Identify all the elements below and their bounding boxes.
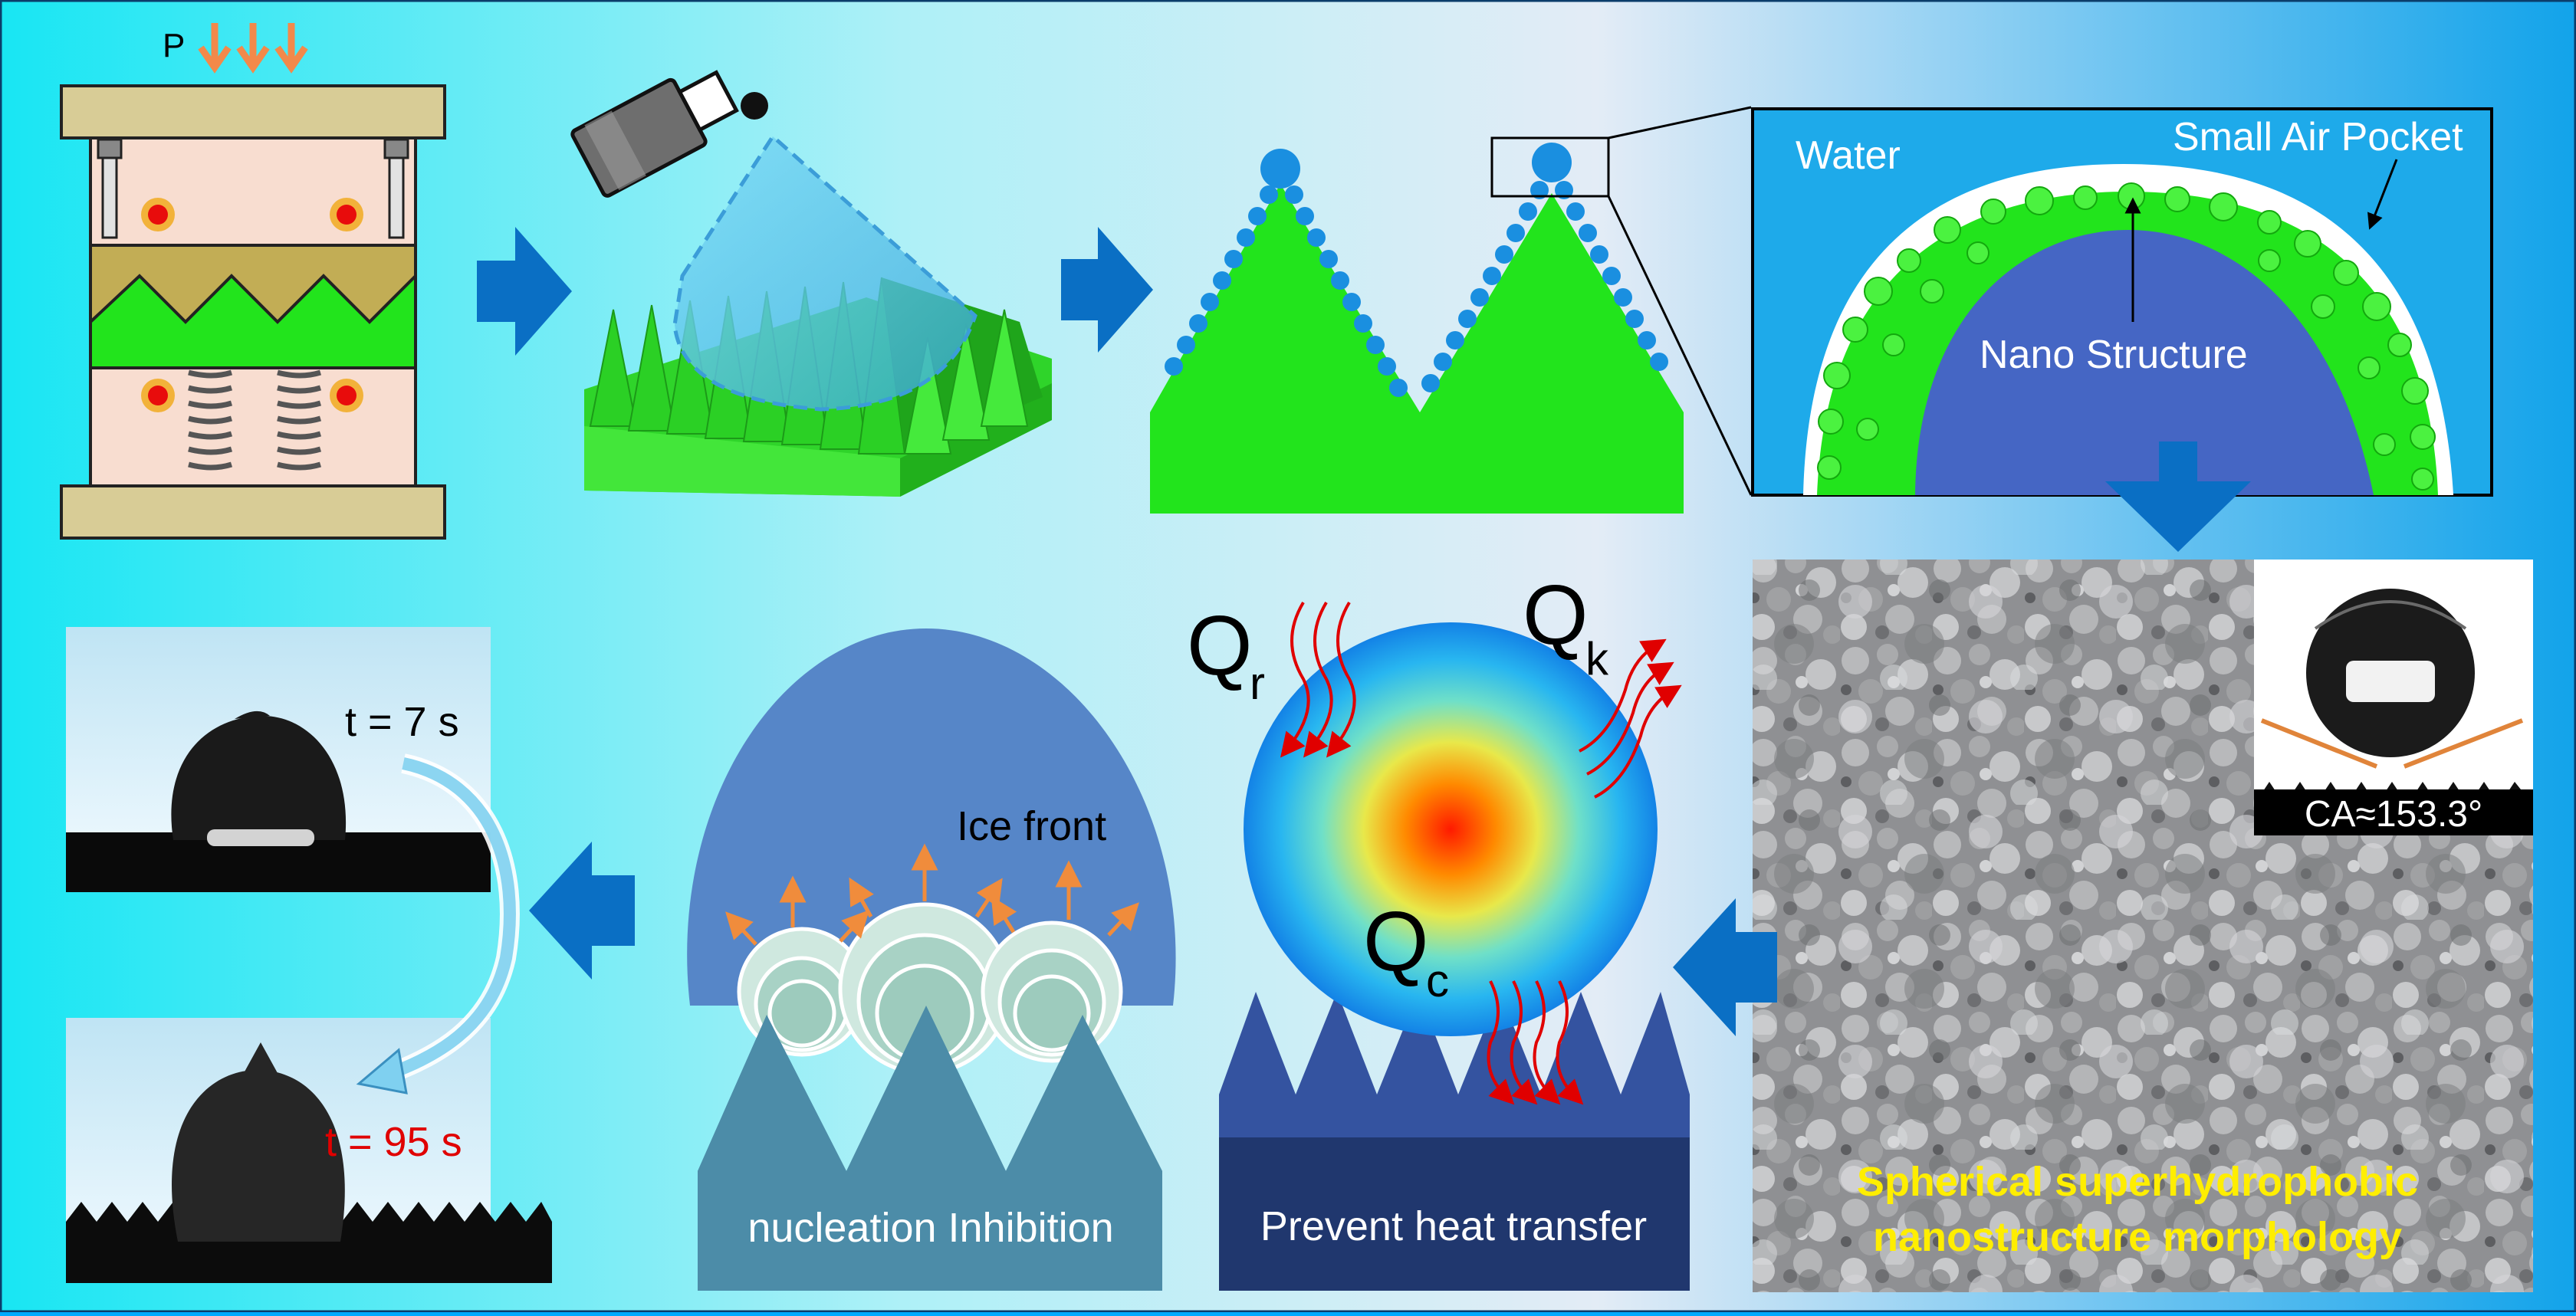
pressure-arrows — [201, 23, 305, 67]
time-label-2: t = 95 s — [325, 1119, 462, 1165]
q-r-sub: r — [1250, 658, 1265, 709]
upper-heating-block — [90, 138, 416, 245]
ice-caption: nucleation Inhibition — [748, 1205, 1113, 1251]
q-k: Q — [1523, 568, 1589, 662]
nozzle — [741, 92, 768, 120]
bottom-platen — [61, 486, 445, 538]
q-c: Q — [1363, 894, 1429, 989]
contact-angle-label: CA≈153.3° — [2305, 794, 2482, 835]
label-air-pocket: Small Air Pocket — [2173, 115, 2463, 159]
ice-front-label: Ice front — [957, 803, 1106, 849]
heater-dot — [337, 386, 356, 405]
q-r: Q — [1187, 599, 1253, 693]
q-k-sub: k — [1585, 633, 1609, 684]
heat-caption: Prevent heat transfer — [1260, 1203, 1647, 1249]
nanostructure-inset: Water Small Air Pocket Nano Structure — [1753, 109, 2492, 495]
label-nano-structure: Nano Structure — [1980, 333, 2248, 377]
sem-caption-2: nanostructure morphology — [1873, 1214, 2402, 1260]
sem-caption-1: Spherical superhydrophobic — [1857, 1159, 2418, 1205]
heater-dot — [148, 386, 168, 405]
q-c-sub: c — [1426, 955, 1449, 1006]
top-platen — [61, 86, 445, 138]
label-water: Water — [1796, 133, 1901, 178]
heater-dot — [148, 205, 168, 225]
pressure-label: P — [163, 27, 185, 64]
time-label-1: t = 7 s — [345, 699, 459, 745]
sem-image: CA≈153.3° Spherical superhydrophobic nan… — [1753, 560, 2533, 1292]
lower-heating-block — [90, 368, 416, 486]
hot-press-mold: P — [61, 23, 445, 538]
heater-dot — [337, 205, 356, 225]
